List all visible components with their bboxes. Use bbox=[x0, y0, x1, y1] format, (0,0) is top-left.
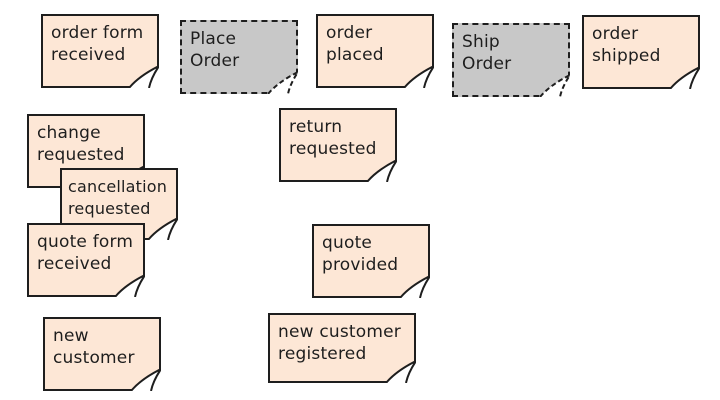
note-label: quote form received bbox=[37, 232, 134, 274]
note-label: order form received bbox=[51, 23, 144, 65]
sticky-note-order-form-received[interactable]: order form received bbox=[41, 14, 159, 88]
note-label: Ship Order bbox=[462, 32, 512, 74]
sticky-note-return-requested[interactable]: return requested bbox=[279, 108, 397, 182]
page-curl-icon bbox=[268, 72, 298, 94]
page-curl-icon bbox=[404, 66, 434, 88]
sticky-note-place-order[interactable]: Place Order bbox=[180, 20, 298, 94]
note-label: Place Order bbox=[190, 29, 240, 71]
sticky-note-new-customer[interactable]: new customer bbox=[43, 317, 161, 391]
note-label: return requested bbox=[289, 117, 377, 159]
page-curl-icon bbox=[670, 67, 700, 89]
page-curl-icon bbox=[129, 66, 159, 88]
note-label: change requested bbox=[37, 123, 125, 165]
page-curl-icon bbox=[386, 361, 416, 383]
sticky-note-quote-form-received[interactable]: quote form received bbox=[27, 223, 145, 297]
sticky-note-order-placed[interactable]: order placed bbox=[316, 14, 434, 88]
sticky-note-ship-order[interactable]: Ship Order bbox=[452, 23, 570, 97]
page-curl-icon bbox=[367, 160, 397, 182]
note-label: order placed bbox=[326, 23, 384, 65]
note-label: cancellation requested bbox=[68, 177, 168, 218]
sticky-note-order-shipped[interactable]: order shipped bbox=[582, 15, 700, 89]
sticky-note-new-customer-registered[interactable]: new customer registered bbox=[268, 313, 416, 383]
page-curl-icon bbox=[148, 218, 178, 240]
note-label: quote provided bbox=[322, 233, 399, 275]
page-curl-icon bbox=[115, 275, 145, 297]
page-curl-icon bbox=[400, 276, 430, 298]
sticky-note-quote-provided[interactable]: quote provided bbox=[312, 224, 430, 298]
note-label: order shipped bbox=[592, 24, 661, 66]
note-label: new customer registered bbox=[278, 322, 401, 364]
page-curl-icon bbox=[540, 75, 570, 97]
page-curl-icon bbox=[131, 369, 161, 391]
note-label: new customer bbox=[53, 326, 135, 368]
